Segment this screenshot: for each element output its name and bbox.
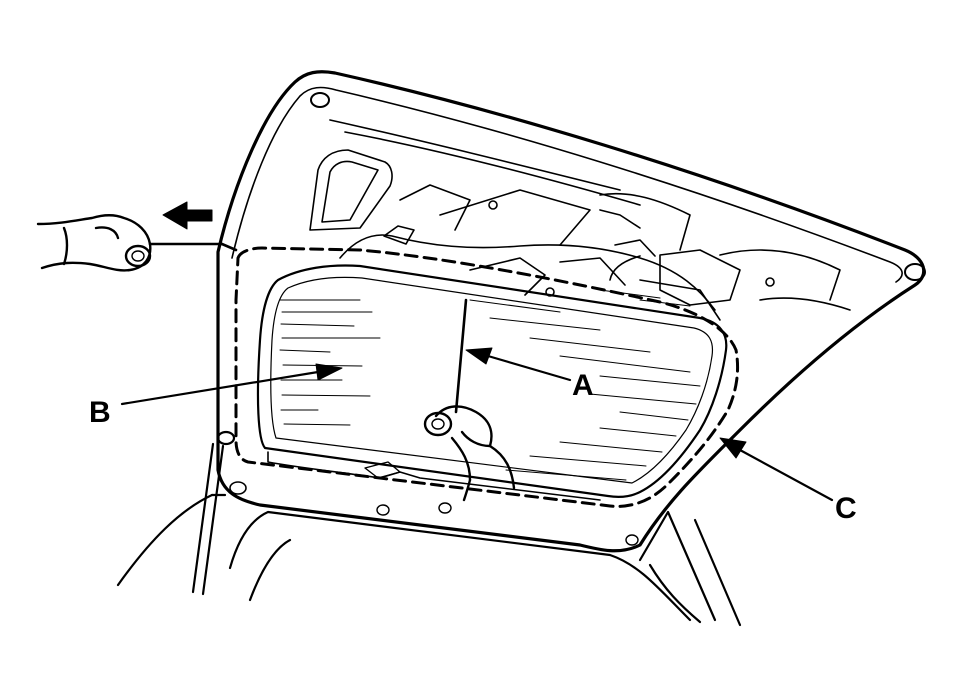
tailgate-outline bbox=[216, 70, 926, 553]
leader-b bbox=[120, 370, 320, 406]
callout-label-a: A bbox=[572, 369, 594, 402]
vehicle-body bbox=[116, 493, 742, 627]
adhesive-bead bbox=[234, 246, 740, 508]
leader-a-arrowhead bbox=[465, 347, 493, 365]
leader-a bbox=[486, 354, 572, 382]
leader-c bbox=[738, 448, 834, 502]
callout-label-b: B bbox=[89, 396, 111, 429]
callout-leaders bbox=[120, 347, 834, 502]
left-arrow-icon bbox=[162, 201, 213, 230]
right-hand-icon bbox=[423, 405, 516, 502]
callout-label-c: C bbox=[835, 492, 857, 525]
tailgate-inner-details bbox=[309, 119, 851, 321]
cutting-wire bbox=[148, 242, 468, 414]
glass-shading bbox=[279, 289, 701, 481]
gas-strut bbox=[191, 430, 236, 596]
rear-glass bbox=[256, 264, 728, 501]
left-hand-icon bbox=[36, 214, 152, 272]
leader-b-arrowhead bbox=[315, 363, 343, 381]
leader-c-arrowhead bbox=[719, 437, 747, 459]
